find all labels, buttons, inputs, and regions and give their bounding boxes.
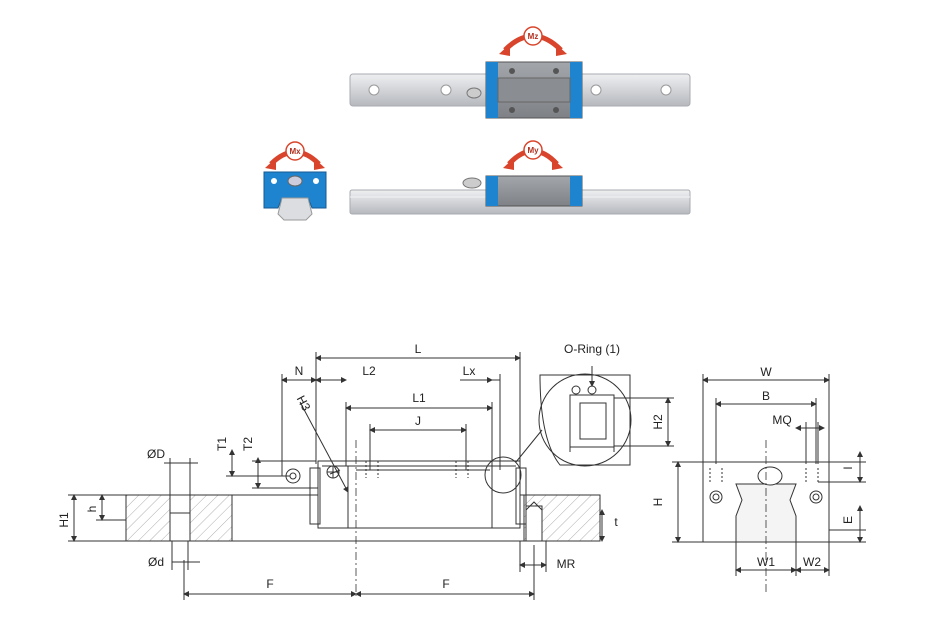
dimension-labels: L L2 Lx N L1 J T1 T2 H3 ØD Ød H1 h F F t… [57, 342, 855, 591]
top-view-rail-block: Mz [349, 26, 691, 119]
dim-H2: H2 [651, 414, 665, 430]
dim-oD: ØD [147, 447, 165, 461]
endcap-right [570, 62, 582, 118]
block-side [485, 175, 583, 207]
dim-od: Ød [148, 555, 164, 569]
dim-H3: H3 [294, 393, 314, 413]
dim-MQ: MQ [772, 413, 791, 427]
dim-B: B [762, 389, 770, 403]
dim-F-left: F [266, 577, 273, 591]
grease-nipple-icon [466, 87, 482, 99]
moment-my-icon: My [503, 140, 563, 170]
dim-W2: W2 [803, 555, 821, 569]
moment-mx-icon: Mx [265, 141, 325, 170]
dim-W: W [760, 365, 772, 379]
dim-E: E [841, 516, 855, 524]
dim-L2: L2 [362, 364, 376, 378]
moment-mx-label: Mx [289, 147, 301, 156]
dim-h: h [85, 506, 99, 513]
rail-hole [590, 84, 602, 96]
technical-side-drawing [68, 352, 674, 600]
dim-t: t [614, 515, 618, 529]
rail-hole [440, 84, 452, 96]
technical-end-drawing [672, 374, 866, 594]
dim-H: H [651, 498, 665, 507]
end-view-block: Mx [263, 141, 327, 221]
oring-label: O-Ring (1) [564, 342, 620, 356]
dim-T1: T1 [215, 437, 229, 451]
dim-MR: MR [557, 557, 576, 571]
dim-Lx: Lx [463, 364, 476, 378]
rail-hole [368, 84, 380, 96]
dim-L1: L1 [412, 391, 426, 405]
dim-l: l [841, 467, 855, 470]
rail-hole [660, 84, 672, 96]
dim-W1: W1 [757, 555, 775, 569]
dim-T2: T2 [241, 437, 255, 451]
side-view-rail-block: My [349, 140, 691, 215]
dim-N: N [295, 364, 304, 378]
block-outline [317, 460, 521, 529]
moment-mz-icon: Mz [499, 26, 567, 56]
dim-H1: H1 [57, 512, 71, 528]
endcap-left [486, 62, 498, 118]
moment-mz-label: Mz [528, 32, 539, 41]
dim-L: L [415, 342, 422, 356]
dim-F-right: F [442, 577, 449, 591]
dim-J: J [415, 414, 421, 428]
moment-my-label: My [527, 146, 539, 155]
